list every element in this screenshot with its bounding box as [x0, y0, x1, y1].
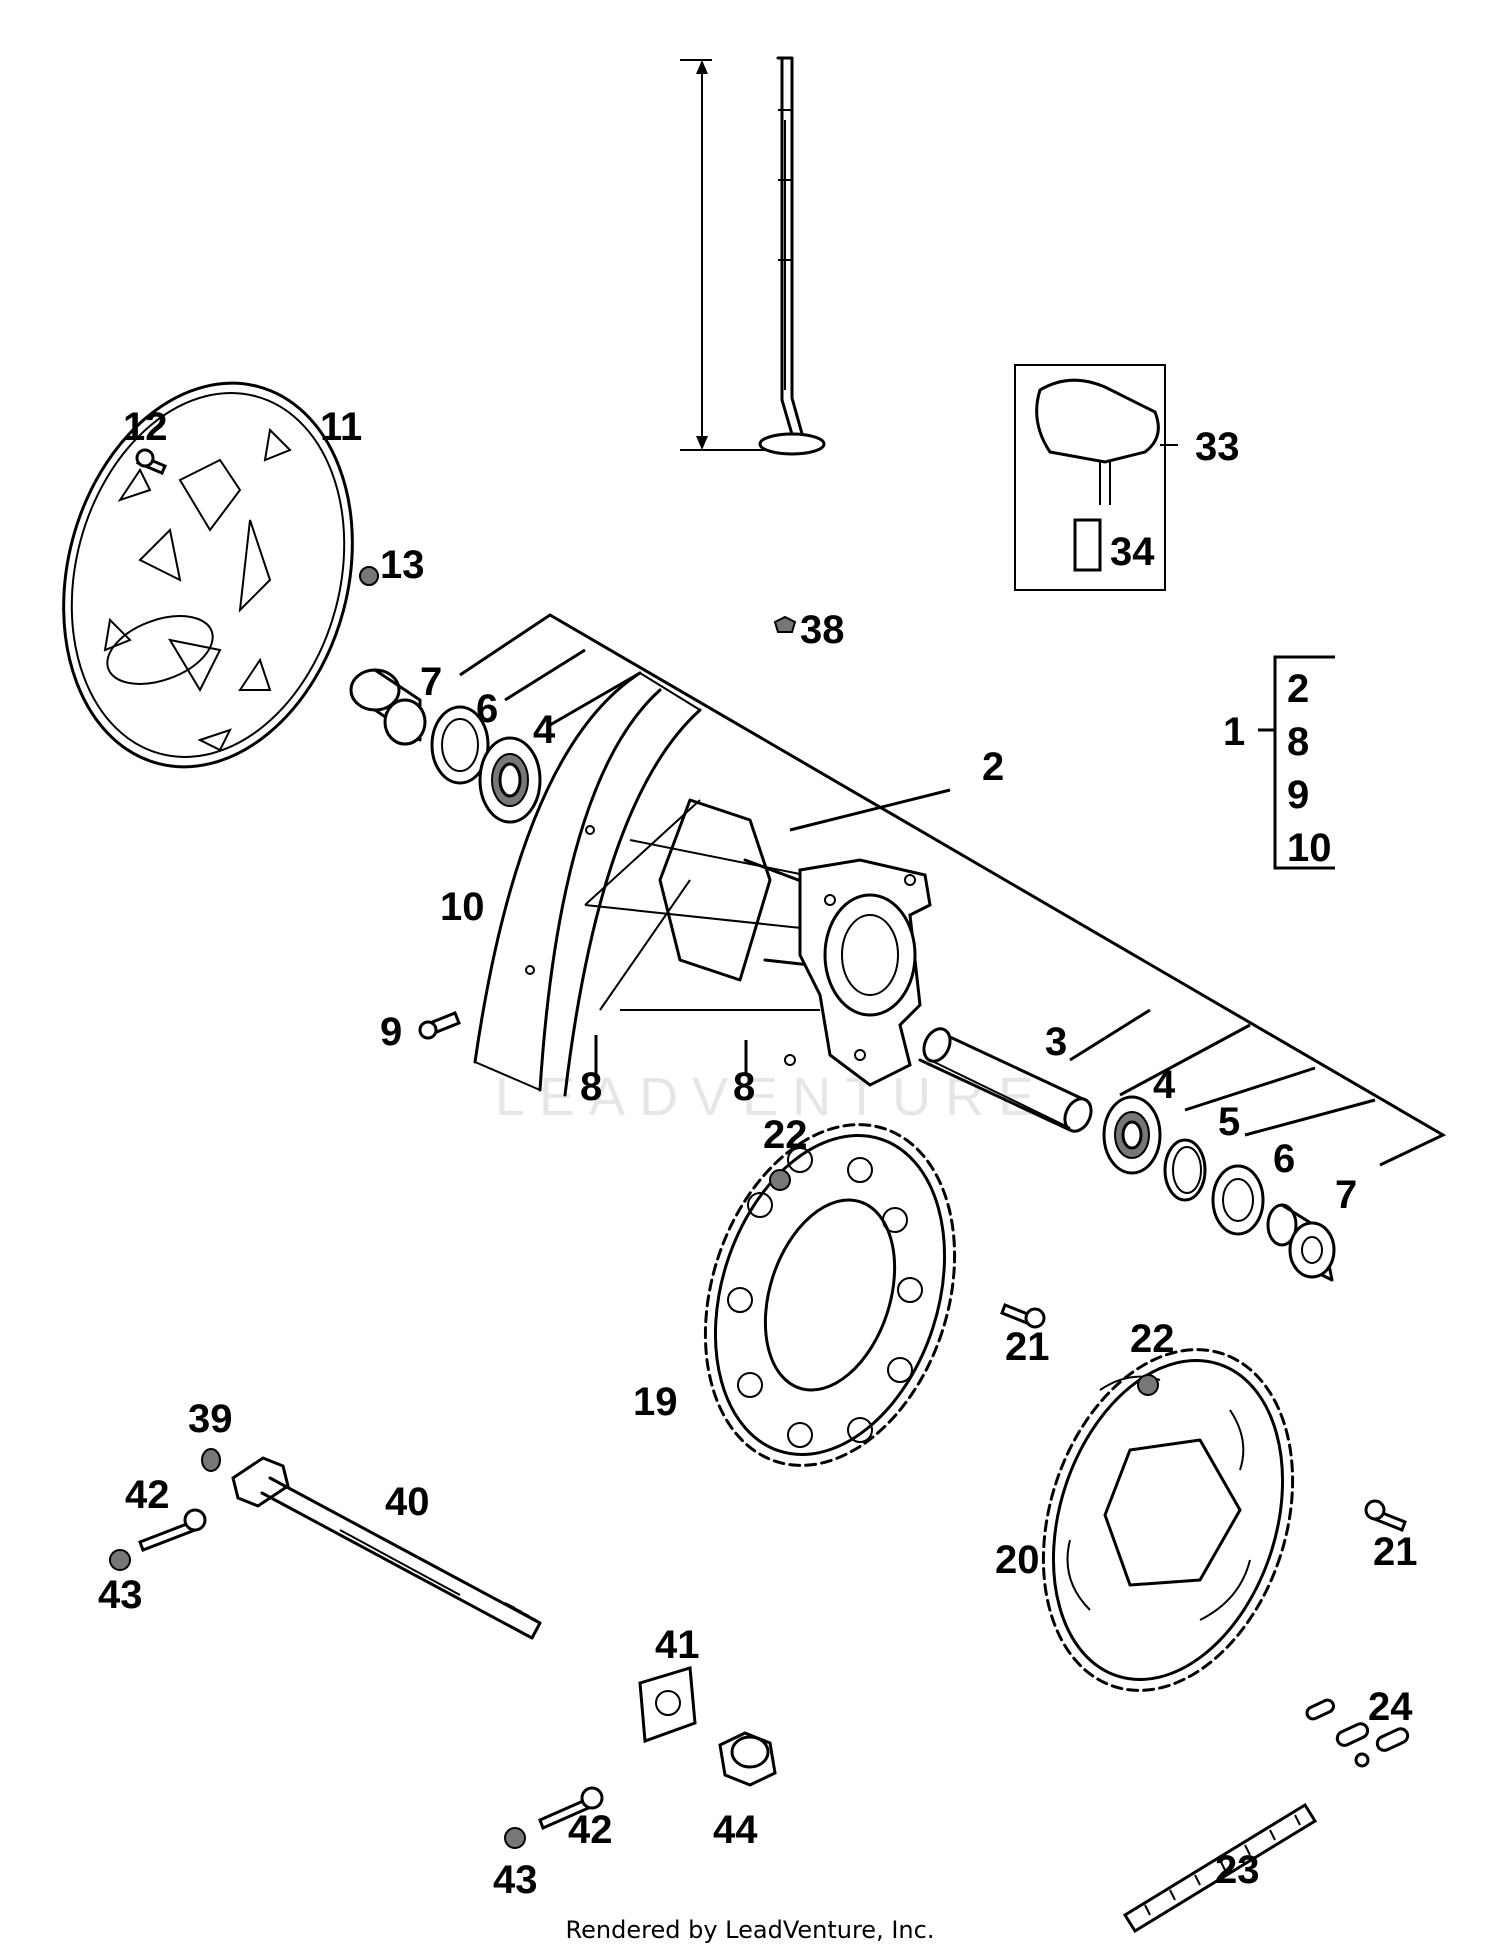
callout-33: 33	[1195, 425, 1240, 469]
adjuster-bolt-left	[138, 1508, 207, 1552]
callout-20: 20	[995, 1538, 1040, 1582]
sprocket-nut-upper	[769, 1169, 791, 1191]
callout-40: 40	[385, 1480, 430, 1524]
callout-4-right: 4	[1153, 1063, 1176, 1107]
chain	[1122, 1802, 1318, 1934]
bearing-right	[1102, 1095, 1162, 1175]
callout-11: 11	[320, 405, 362, 449]
seal-left	[430, 705, 490, 785]
rim	[473, 671, 702, 1097]
callout-42-right: 42	[568, 1808, 613, 1852]
chain-adjuster	[638, 1666, 697, 1744]
callout-41: 41	[655, 1623, 700, 1667]
disc-bolt	[135, 448, 167, 475]
group-member-8: 8	[1287, 720, 1309, 764]
callout-labels: 12 11 13 7 6 4 2 10 9 8 8 3 4 5 6 7 33 3…	[98, 405, 1418, 1902]
hub	[584, 798, 932, 1087]
valve-box	[1014, 364, 1178, 591]
callout-4-left: 4	[533, 708, 556, 752]
callout-22-lower: 22	[1130, 1317, 1175, 1361]
brake-disc	[62, 381, 354, 769]
leader-lines	[459, 613, 1447, 1167]
callout-23: 23	[1215, 1848, 1260, 1892]
axle	[231, 1456, 542, 1640]
callout-6-left: 6	[476, 687, 498, 731]
axle-nut	[718, 1731, 777, 1787]
callout-8-right: 8	[733, 1065, 755, 1109]
callout-22-upper: 22	[763, 1113, 808, 1157]
bearing-left	[478, 736, 542, 824]
callout-38: 38	[800, 608, 845, 652]
seal-right	[1211, 1164, 1265, 1236]
callout-21-upper: 21	[1005, 1325, 1050, 1369]
callout-44: 44	[713, 1808, 758, 1852]
callout-6-right: 6	[1273, 1137, 1295, 1181]
callout-39: 39	[188, 1397, 233, 1441]
callout-43-right: 43	[493, 1858, 538, 1902]
master-link	[1305, 1698, 1410, 1768]
distance-sleeve	[918, 1027, 1093, 1133]
spoke-nipple	[418, 1011, 461, 1040]
adjuster-nut-left	[109, 1549, 131, 1571]
disc-nut	[359, 566, 379, 586]
callout-13: 13	[380, 543, 425, 587]
spoke-drawing	[680, 56, 826, 456]
callout-9: 9	[380, 1010, 402, 1054]
callout-8-left: 8	[580, 1065, 602, 1109]
spacer-right	[1266, 1203, 1336, 1282]
callout-1: 1	[1223, 710, 1245, 754]
group-member-9: 9	[1287, 773, 1309, 817]
callout-34: 34	[1110, 530, 1155, 574]
callout-10: 10	[440, 885, 485, 929]
callout-42-left: 42	[125, 1473, 170, 1517]
callout-5: 5	[1218, 1100, 1240, 1144]
callout-21-lower: 21	[1373, 1530, 1418, 1574]
valve-cap	[773, 615, 797, 633]
callout-19: 19	[633, 1380, 678, 1424]
sprocket-bolt-upper	[1000, 1303, 1046, 1329]
circlip	[1163, 1138, 1207, 1202]
callout-7-left: 7	[420, 660, 442, 704]
callout-43-left: 43	[98, 1573, 143, 1617]
callout-2: 2	[982, 745, 1004, 789]
adjuster-nut-right	[504, 1827, 526, 1849]
sprocket-large	[703, 1123, 957, 1467]
footer-credit: Rendered by LeadVenture, Inc.	[565, 1916, 935, 1944]
callout-7-right: 7	[1335, 1173, 1357, 1217]
callout-12: 12	[123, 405, 168, 449]
sprocket-nut-lower	[1137, 1374, 1159, 1396]
callout-3: 3	[1045, 1020, 1067, 1064]
spacer-left	[349, 668, 427, 746]
group-member-2: 2	[1287, 667, 1309, 711]
callout-24: 24	[1368, 1685, 1413, 1729]
group-member-10: 10	[1287, 826, 1332, 870]
sprocket-bolt-lower	[1364, 1499, 1407, 1532]
watermark: LEADVENTURE	[495, 1067, 1048, 1127]
adjuster-bolt-right	[538, 1786, 604, 1831]
axle-washer	[201, 1448, 221, 1472]
sprocket-small	[1041, 1348, 1295, 1692]
